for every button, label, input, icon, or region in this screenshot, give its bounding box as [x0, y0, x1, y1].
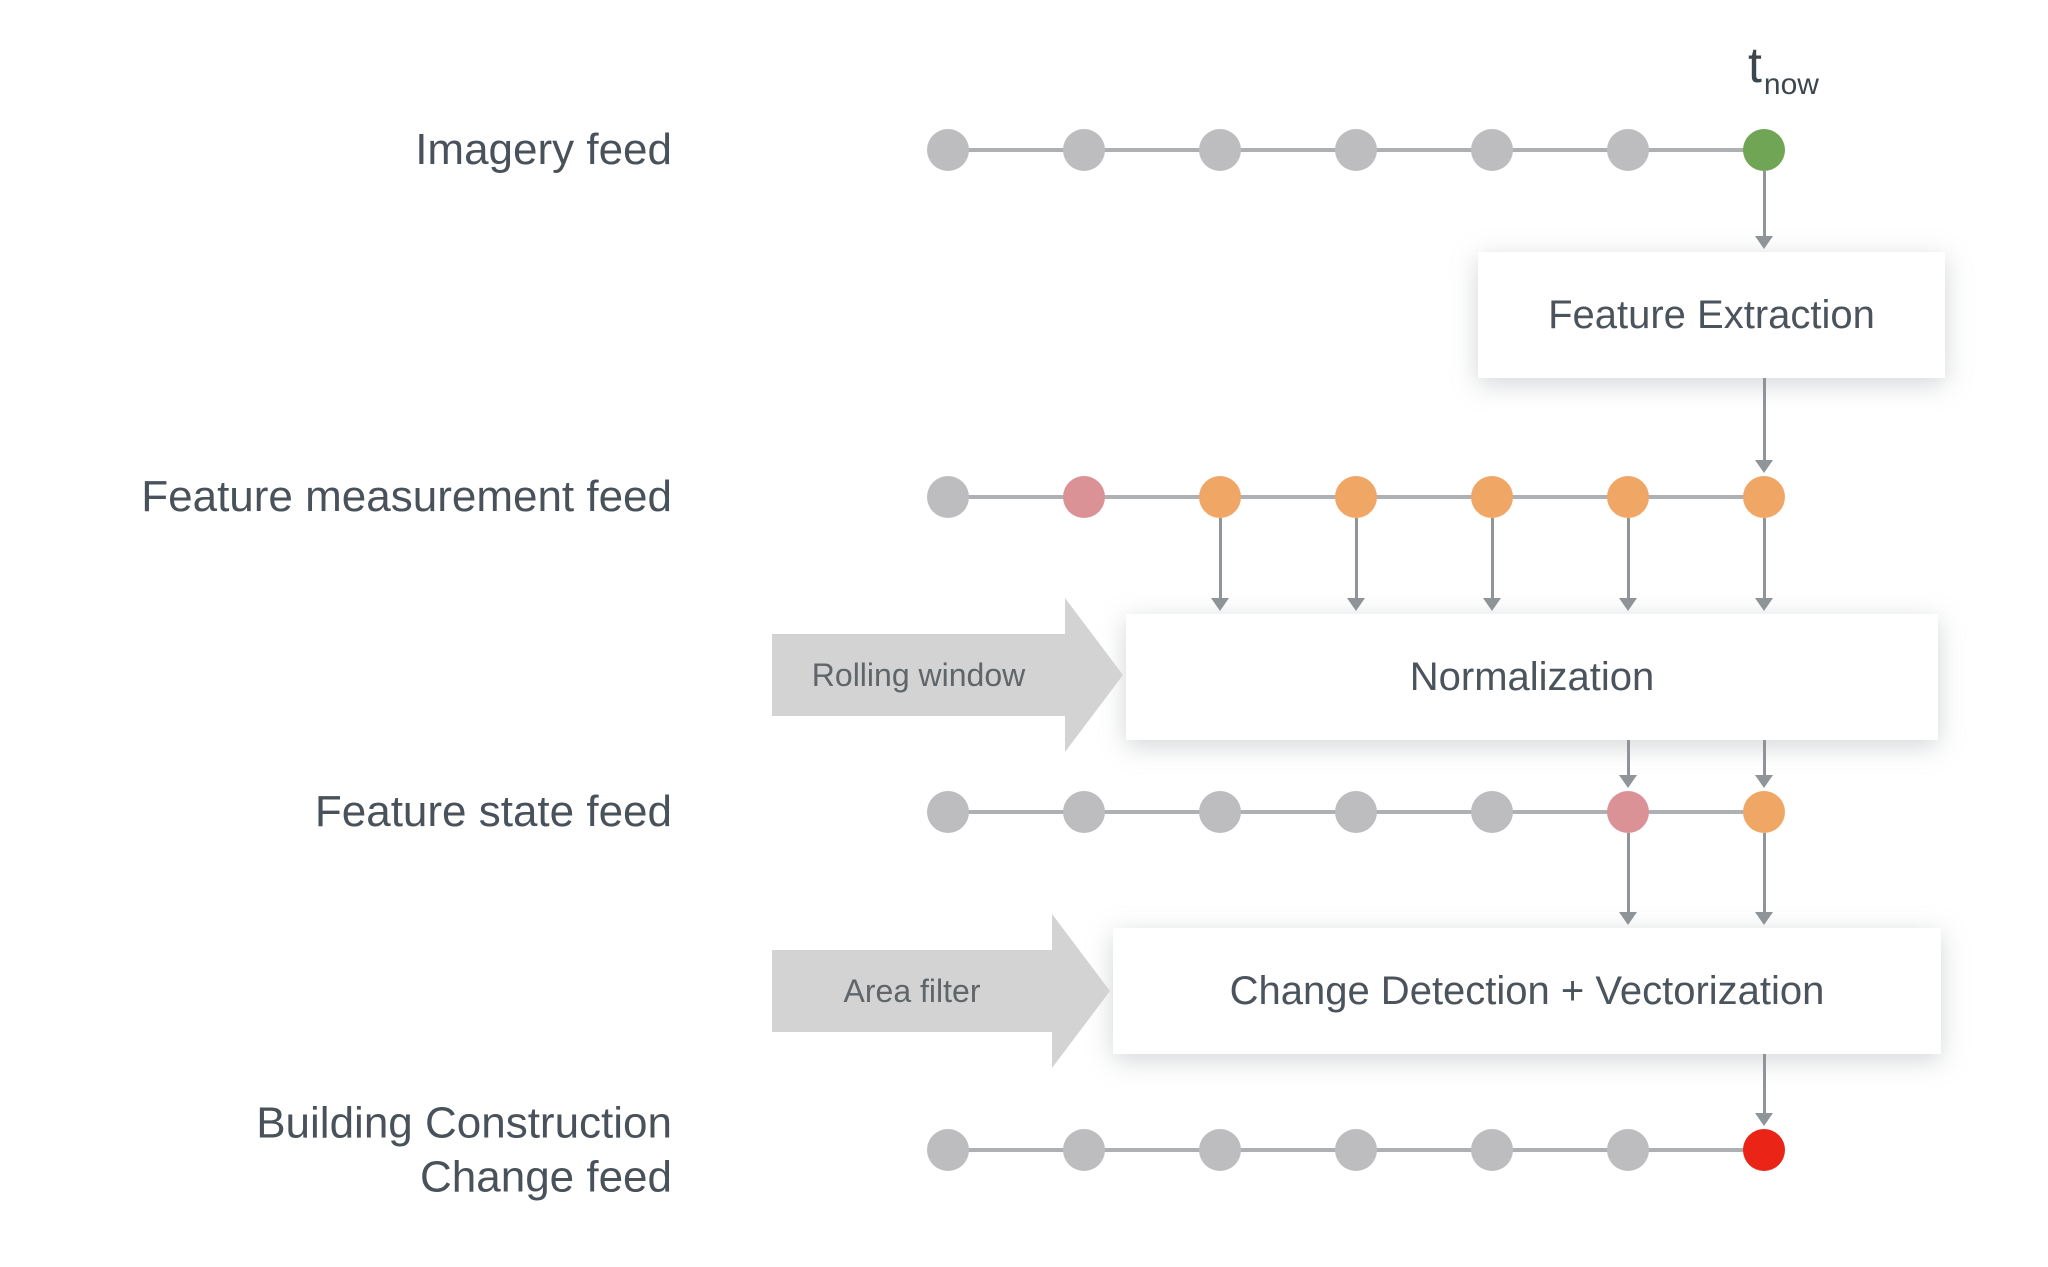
feature-extraction-box: Feature Extraction — [1478, 252, 1945, 378]
feature-measurement-feed-dot-2 — [1063, 476, 1105, 518]
t-now-subscript: now — [1763, 68, 1819, 101]
building-construction-change-feed-dot-3 — [1199, 1129, 1241, 1171]
imagery-feed-dot-2 — [1063, 129, 1105, 171]
flow-arrow-changedetection-to-buildingfeed — [1762, 1054, 1766, 1114]
flow-arrow-measurement-to-normalization-1 — [1218, 518, 1222, 599]
flow-arrow-measurement-to-normalization-2 — [1354, 518, 1358, 599]
feature-state-feed-dot-6 — [1607, 791, 1649, 833]
rolling-window-arrow-label: Rolling window — [811, 656, 1026, 693]
feature-state-feed-dot-7 — [1743, 791, 1785, 833]
feature-measurement-feed-dot-5 — [1471, 476, 1513, 518]
feature-measurement-feed-dot-1 — [927, 476, 969, 518]
t-now-symbol: t — [1748, 37, 1762, 93]
flow-arrow-measurement-to-normalization-5 — [1762, 518, 1766, 599]
building-construction-change-feed-dot-7 — [1743, 1129, 1785, 1171]
flow-arrow-normalization-to-state-2 — [1762, 740, 1766, 776]
imagery-feed-dot-4 — [1335, 129, 1377, 171]
feature-state-feed-dot-4 — [1335, 791, 1377, 833]
flow-arrow-state-to-changedetection-2 — [1762, 833, 1766, 913]
area-filter-arrow-label: Area filter — [843, 972, 981, 1009]
flow-arrow-imagery-to-extraction — [1762, 171, 1766, 237]
feature-measurement-feed-dot-7 — [1743, 476, 1785, 518]
feature-state-feed-label: Feature state feed — [314, 787, 672, 837]
area-filter-arrowhead-icon — [1052, 914, 1110, 1068]
imagery-feed-label: Imagery feed — [415, 125, 672, 175]
normalization-box: Normalization — [1126, 614, 1938, 740]
building-construction-change-feed-dot-2 — [1063, 1129, 1105, 1171]
feature-measurement-feed-dot-4 — [1335, 476, 1377, 518]
feature-state-feed-dot-1 — [927, 791, 969, 833]
feature-state-feed-dot-5 — [1471, 791, 1513, 833]
change-detection-vectorization-box: Change Detection + Vectorization — [1113, 928, 1941, 1054]
imagery-feed-dot-1 — [927, 129, 969, 171]
flow-arrow-measurement-to-normalization-4 — [1626, 518, 1630, 599]
feature-measurement-feed-dot-3 — [1199, 476, 1241, 518]
feature-state-feed-dot-2 — [1063, 791, 1105, 833]
feature-measurement-feed-dot-6 — [1607, 476, 1649, 518]
change-detection-vectorization-box-label: Change Detection + Vectorization — [1229, 968, 1825, 1013]
building-construction-change-feed-dot-1 — [927, 1129, 969, 1171]
area-filter-arrow: Area filter — [772, 950, 1052, 1032]
building-construction-change-feed-dot-4 — [1335, 1129, 1377, 1171]
rolling-window-arrowhead-icon — [1065, 598, 1123, 752]
imagery-feed-dot-7 — [1743, 129, 1785, 171]
imagery-feed-dot-3 — [1199, 129, 1241, 171]
t-now-label: tnow — [1748, 36, 1819, 101]
building-construction-change-feed-dot-6 — [1607, 1129, 1649, 1171]
imagery-feed-dot-5 — [1471, 129, 1513, 171]
flow-arrow-measurement-to-normalization-3 — [1490, 518, 1494, 599]
flow-arrow-normalization-to-state-1 — [1626, 740, 1630, 776]
normalization-box-label: Normalization — [1409, 654, 1655, 699]
building-construction-change-feed-dot-5 — [1471, 1129, 1513, 1171]
imagery-feed-dot-6 — [1607, 129, 1649, 171]
flow-arrow-state-to-changedetection-1 — [1626, 833, 1630, 913]
feature-state-feed-dot-3 — [1199, 791, 1241, 833]
feature-extraction-box-label: Feature Extraction — [1548, 292, 1875, 337]
flow-arrow-extraction-to-measurement — [1762, 378, 1766, 461]
building-construction-change-feed-label: Building Construction Change feed — [256, 1098, 672, 1201]
rolling-window-arrow: Rolling window — [772, 634, 1065, 716]
feature-measurement-feed-label: Feature measurement feed — [141, 472, 672, 522]
